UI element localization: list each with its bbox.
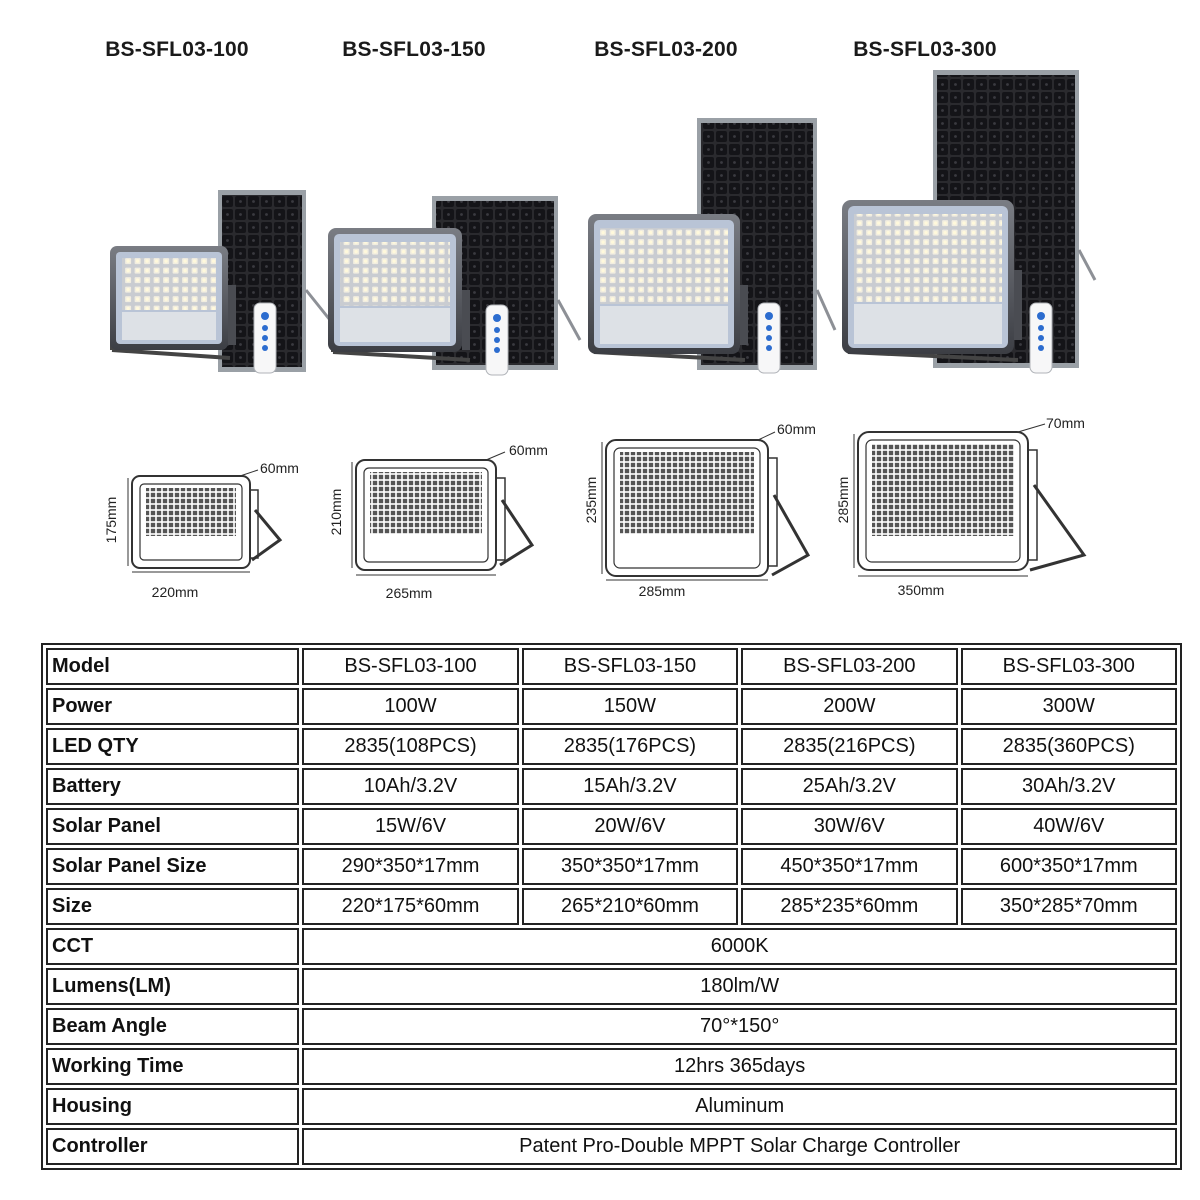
table-cell: BS-SFL03-150: [521, 648, 739, 685]
table-cell: 200W: [741, 688, 958, 725]
table-cell: Aluminum: [302, 1088, 1177, 1125]
table-row: Power 100W 150W 200W 300W: [46, 688, 1177, 725]
product-image-200: [588, 118, 837, 374]
table-cell: 15Ah/3.2V: [521, 768, 739, 805]
table-cell: 30Ah/3.2V: [960, 768, 1177, 805]
dimension-drawing-300: 285mm 350mm 70mm: [835, 415, 1087, 598]
table-cell: 2835(360PCS): [960, 728, 1177, 765]
table-cell: 15W/6V: [302, 808, 519, 845]
table-row: Working Time 12hrs 365days: [46, 1048, 1177, 1085]
row-label: Model: [46, 648, 300, 685]
table-cell: 2835(216PCS): [741, 728, 958, 765]
table-cell: 12hrs 365days: [302, 1048, 1177, 1085]
height-label-200: 235mm: [583, 477, 599, 524]
width-label-150: 265mm: [386, 585, 433, 601]
table-cell: BS-SFL03-200: [741, 648, 958, 685]
table-cell: 600*350*17mm: [960, 848, 1177, 885]
table-cell: Patent Pro-Double MPPT Solar Charge Cont…: [302, 1128, 1177, 1165]
table-row: Controller Patent Pro-Double MPPT Solar …: [46, 1128, 1177, 1165]
row-label: Battery: [46, 768, 300, 805]
table-cell: 70°*150°: [302, 1008, 1177, 1045]
table-cell: 10Ah/3.2V: [302, 768, 519, 805]
height-label-100: 175mm: [103, 497, 119, 544]
dimension-drawings: 175mm 220mm 60mm 210mm 265mm 60mm 235mm …: [103, 415, 1087, 601]
model-title-300: BS-SFL03-300: [853, 38, 997, 61]
product-image-300: [842, 70, 1097, 374]
dimension-drawing-150: 210mm 265mm 60mm: [328, 442, 548, 601]
depth-label-300: 70mm: [1046, 415, 1085, 431]
depth-label-200: 60mm: [777, 421, 816, 437]
model-title-200: BS-SFL03-200: [594, 38, 738, 61]
dimension-drawing-200: 235mm 285mm 60mm: [583, 421, 816, 599]
row-label: Controller: [46, 1128, 300, 1165]
table-cell: 150W: [521, 688, 739, 725]
table-row: Housing Aluminum: [46, 1088, 1177, 1125]
row-label: CCT: [46, 928, 300, 965]
table-cell: 180lm/W: [302, 968, 1177, 1005]
dimension-drawing-100: 175mm 220mm 60mm: [103, 460, 299, 600]
depth-label-150: 60mm: [509, 442, 548, 458]
table-cell: 2835(176PCS): [521, 728, 739, 765]
table-cell: 220*175*60mm: [302, 888, 519, 925]
table-cell: 25Ah/3.2V: [741, 768, 958, 805]
row-label: LED QTY: [46, 728, 300, 765]
table-cell: 100W: [302, 688, 519, 725]
table-cell: 350*350*17mm: [521, 848, 739, 885]
row-label: Beam Angle: [46, 1008, 300, 1045]
width-label-200: 285mm: [639, 583, 686, 599]
width-label-300: 350mm: [898, 582, 945, 598]
table-cell: BS-SFL03-300: [960, 648, 1177, 685]
table-cell: 20W/6V: [521, 808, 739, 845]
table-row: Beam Angle 70°*150°: [46, 1008, 1177, 1045]
table-row: Size 220*175*60mm 265*210*60mm 285*235*6…: [46, 888, 1177, 925]
model-title-150: BS-SFL03-150: [342, 38, 486, 61]
row-label: Solar Panel: [46, 808, 300, 845]
row-label: Lumens(LM): [46, 968, 300, 1005]
table-cell: 2835(108PCS): [302, 728, 519, 765]
table-cell: 290*350*17mm: [302, 848, 519, 885]
model-title-100: BS-SFL03-100: [105, 38, 249, 61]
table-row: Solar Panel Size 290*350*17mm 350*350*17…: [46, 848, 1177, 885]
table-row: LED QTY 2835(108PCS) 2835(176PCS) 2835(2…: [46, 728, 1177, 765]
depth-label-100: 60mm: [260, 460, 299, 476]
row-label: Power: [46, 688, 300, 725]
table-cell: 40W/6V: [960, 808, 1177, 845]
table-cell: 300W: [960, 688, 1177, 725]
row-label: Housing: [46, 1088, 300, 1125]
product-image-150: [328, 196, 582, 376]
product-images: [110, 70, 1097, 376]
table-cell: 450*350*17mm: [741, 848, 958, 885]
table-cell: 285*235*60mm: [741, 888, 958, 925]
table-row: Solar Panel 15W/6V 20W/6V 30W/6V 40W/6V: [46, 808, 1177, 845]
product-image-100: [110, 190, 332, 374]
table-row: Lumens(LM) 180lm/W: [46, 968, 1177, 1005]
table-cell: BS-SFL03-100: [302, 648, 519, 685]
table-cell: 265*210*60mm: [521, 888, 739, 925]
table-row: CCT 6000K: [46, 928, 1177, 965]
height-label-150: 210mm: [328, 489, 344, 536]
table-cell: 6000K: [302, 928, 1177, 965]
table-row: Battery 10Ah/3.2V 15Ah/3.2V 25Ah/3.2V 30…: [46, 768, 1177, 805]
height-label-300: 285mm: [835, 477, 851, 524]
row-label: Size: [46, 888, 300, 925]
width-label-100: 220mm: [152, 584, 199, 600]
row-label: Solar Panel Size: [46, 848, 300, 885]
table-cell: 30W/6V: [741, 808, 958, 845]
spec-table: Model BS-SFL03-100 BS-SFL03-150 BS-SFL03…: [41, 643, 1182, 1170]
table-cell: 350*285*70mm: [960, 888, 1177, 925]
row-label: Working Time: [46, 1048, 300, 1085]
table-row: Model BS-SFL03-100 BS-SFL03-150 BS-SFL03…: [46, 648, 1177, 685]
